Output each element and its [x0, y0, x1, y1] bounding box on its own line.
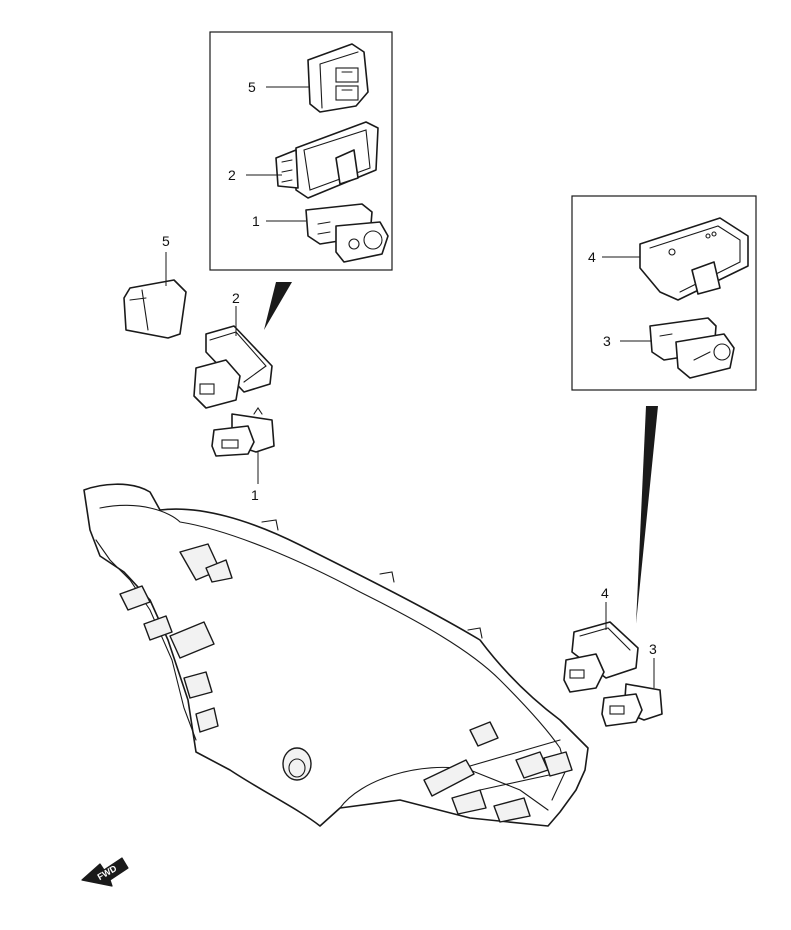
callout-inset-b-4: 4	[588, 249, 596, 265]
inset-a-part-5-switch	[307, 43, 369, 113]
left-part-1-switch	[211, 407, 275, 457]
left-part-5-switch	[123, 279, 187, 339]
inset-b-part-4-switch	[639, 217, 749, 301]
callout-right-3: 3	[649, 641, 657, 657]
fwd-arrow-icon: FWD	[81, 857, 129, 887]
callout-inset-a-5: 5	[248, 79, 256, 95]
inset-a-part-2-switch	[275, 121, 379, 199]
inset-a-pointer	[264, 282, 292, 330]
inset-b-pointer	[636, 406, 658, 624]
callout-left-5: 5	[162, 233, 170, 249]
inset-a-switch-detail: 5 2 1	[209, 31, 393, 271]
inset-b-switch-detail: 4 3	[571, 195, 757, 391]
right-part-4-switch	[563, 621, 639, 693]
callout-right-4: 4	[601, 585, 609, 601]
callout-inset-a-2: 2	[228, 167, 236, 183]
callout-inset-a-1: 1	[252, 213, 260, 229]
handlebar-cover-panel	[83, 483, 589, 827]
callout-inset-b-3: 3	[603, 333, 611, 349]
callout-left-1: 1	[251, 487, 259, 503]
left-part-2-switch	[193, 325, 273, 409]
callout-left-2: 2	[232, 290, 240, 306]
inset-a-part-1-switch	[305, 203, 389, 263]
inset-b-part-3-switch	[649, 317, 735, 379]
right-part-3-switch	[601, 683, 663, 727]
